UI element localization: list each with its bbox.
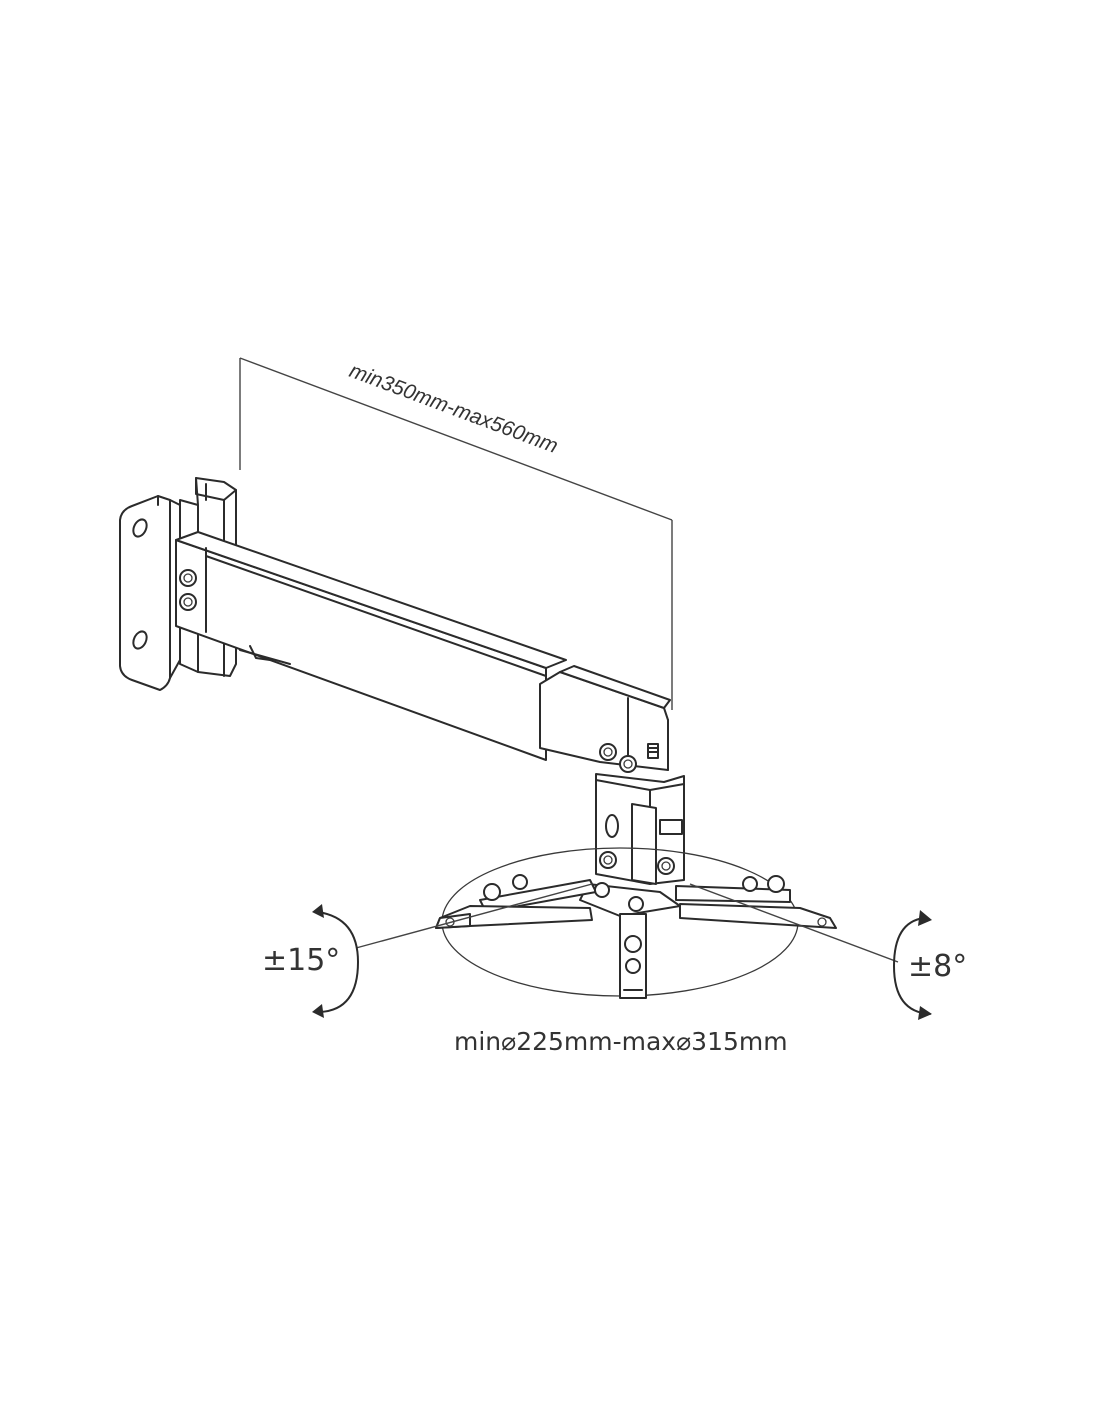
tilt-left-rotation-arrow [312, 904, 359, 1018]
arm-bolt-lower [179, 593, 197, 611]
tilt-right-leader [689, 883, 899, 963]
swivel-bracket [595, 773, 685, 885]
tilt-right-rotation-arrow [893, 910, 932, 1020]
main-arm [175, 531, 567, 761]
arm-extension-label: min350mm-max560mm [346, 359, 561, 458]
tilt-right-label: ±8° [908, 949, 967, 984]
tilt-knob [659, 819, 683, 835]
bracket-bolt-2 [657, 857, 675, 875]
extension-bolt-1 [599, 743, 617, 761]
tilt-left-label: ±15° [262, 943, 340, 978]
plate-diameter-label: min⌀225mm-max⌀315mm [454, 1027, 788, 1056]
bracket-bolt-1 [599, 851, 617, 869]
extension-bolt-2 [619, 755, 637, 773]
tilt-left-leader [355, 883, 593, 949]
arm-bolt-upper [179, 569, 197, 587]
spider-base [435, 874, 837, 999]
extension-arm [539, 665, 671, 773]
